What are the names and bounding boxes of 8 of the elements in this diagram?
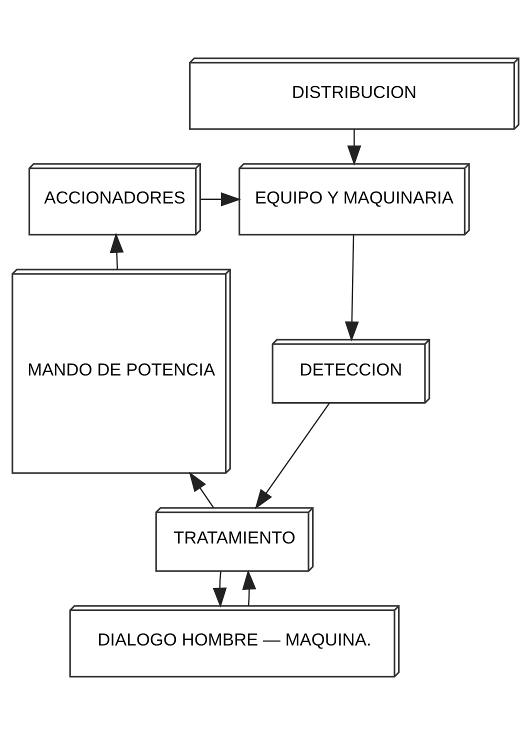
arrow xyxy=(344,234,359,342)
arrow xyxy=(110,232,124,270)
arrow xyxy=(347,128,362,166)
arrow xyxy=(188,471,214,508)
arrow xyxy=(254,402,330,509)
arrow xyxy=(200,192,242,206)
arrow xyxy=(212,570,227,608)
arrow xyxy=(242,569,256,606)
